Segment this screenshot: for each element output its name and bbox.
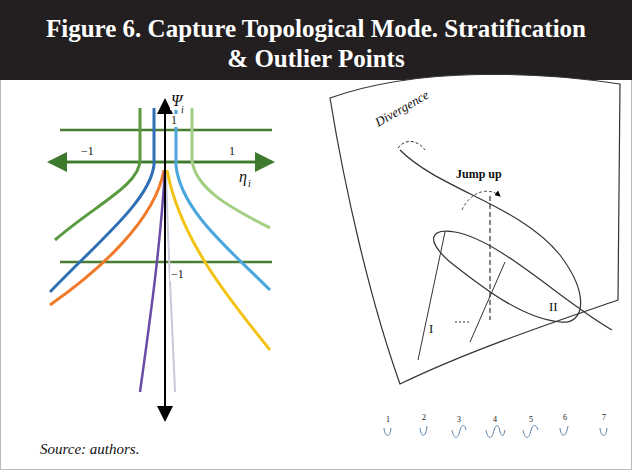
region-number: I xyxy=(428,322,434,336)
callout-number: 1 xyxy=(385,416,391,425)
axis-tick: 1 xyxy=(170,114,178,127)
source-caption: Source: authors. xyxy=(40,441,139,458)
callout-number: 2 xyxy=(421,414,427,423)
callout-number: 4 xyxy=(492,416,498,425)
axis-subscript: i xyxy=(180,104,185,115)
axis-tick: 1 xyxy=(228,145,236,158)
region-label: Jump up xyxy=(455,168,503,181)
axis-tick: −1 xyxy=(170,268,185,281)
axis-subscript: i xyxy=(247,178,252,189)
figure-title: Figure 6. Capture Topological Mode. Stra… xyxy=(0,14,632,74)
region-number: II xyxy=(548,300,559,314)
callout-number: 7 xyxy=(601,414,607,423)
axis-tick: −1 xyxy=(80,145,95,158)
callout-number: 5 xyxy=(528,416,534,425)
callout-number: 6 xyxy=(562,414,568,423)
callout-number: 3 xyxy=(456,416,462,425)
